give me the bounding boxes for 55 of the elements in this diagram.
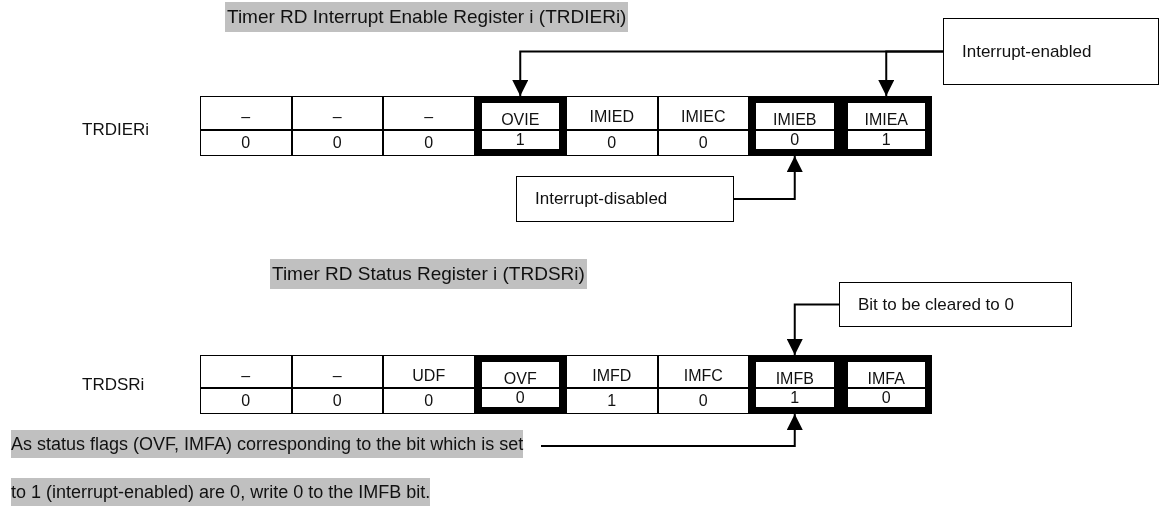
highlighted-bit-cell [749,96,841,156]
register-title: Timer RD Status Register i (TRDSRi) [270,259,587,289]
bit-cell [657,96,749,156]
bit-name: IMFC [682,366,724,386]
bit-name: OVIE [500,110,541,129]
register-name: TRDIERi [82,120,150,140]
bit-cell [566,96,658,156]
bit-value: 0 [756,129,834,151]
bit-name: – [331,366,343,386]
bit-name: – [240,107,252,127]
bit-name: IMIEA [863,110,910,129]
bit-value: 0 [384,129,474,157]
callout-box: Interrupt-enabled [943,18,1159,85]
bit-name: IMFB [774,369,815,387]
bit-value: 1 [567,387,657,415]
bit-name: IMIEB [771,110,818,129]
bit-name: – [240,366,252,386]
bit-name: IMFD [591,366,633,386]
arrow [733,155,803,200]
bit-cell [200,355,292,414]
highlighted-bit-cell [474,355,566,414]
bit-value: 0 [481,387,559,409]
bit-value: 0 [847,387,925,409]
highlighted-bit-cell [840,355,932,414]
bit-name: IMIED [588,107,635,127]
bit-value: 0 [384,387,474,415]
arrow [540,413,803,447]
bit-value: 1 [481,129,559,151]
arrow [878,50,944,97]
bit-name: IMFA [866,369,906,387]
bit-value: 0 [201,387,291,415]
arrow [786,303,840,356]
bit-name: UDF [411,366,447,386]
bit-name: – [423,107,435,127]
bit-cell [291,96,383,156]
bit-cell [657,355,749,414]
bit-cell [291,355,383,414]
bit-value: 0 [567,129,657,157]
bit-cell [566,355,658,414]
bit-name: OVF [502,369,538,387]
register-name: TRDSRi [82,375,145,395]
register-title: Timer RD Interrupt Enable Register i (TRDIERi) [225,2,629,32]
bit-cell [383,355,475,414]
highlighted-bit-cell [474,96,566,156]
bit-value: 1 [847,129,925,151]
callout-box: Interrupt-disabled [516,176,734,222]
bit-cell [200,96,292,156]
bit-name: IMIEC [680,107,727,127]
bit-cell [383,96,475,156]
highlighted-bit-cell [840,96,932,156]
bit-name: – [331,107,343,127]
bit-value: 1 [756,387,834,409]
bit-value: 0 [201,129,291,157]
callout-box: Bit to be cleared to 0 [839,282,1072,327]
highlighted-bit-cell [749,355,841,414]
